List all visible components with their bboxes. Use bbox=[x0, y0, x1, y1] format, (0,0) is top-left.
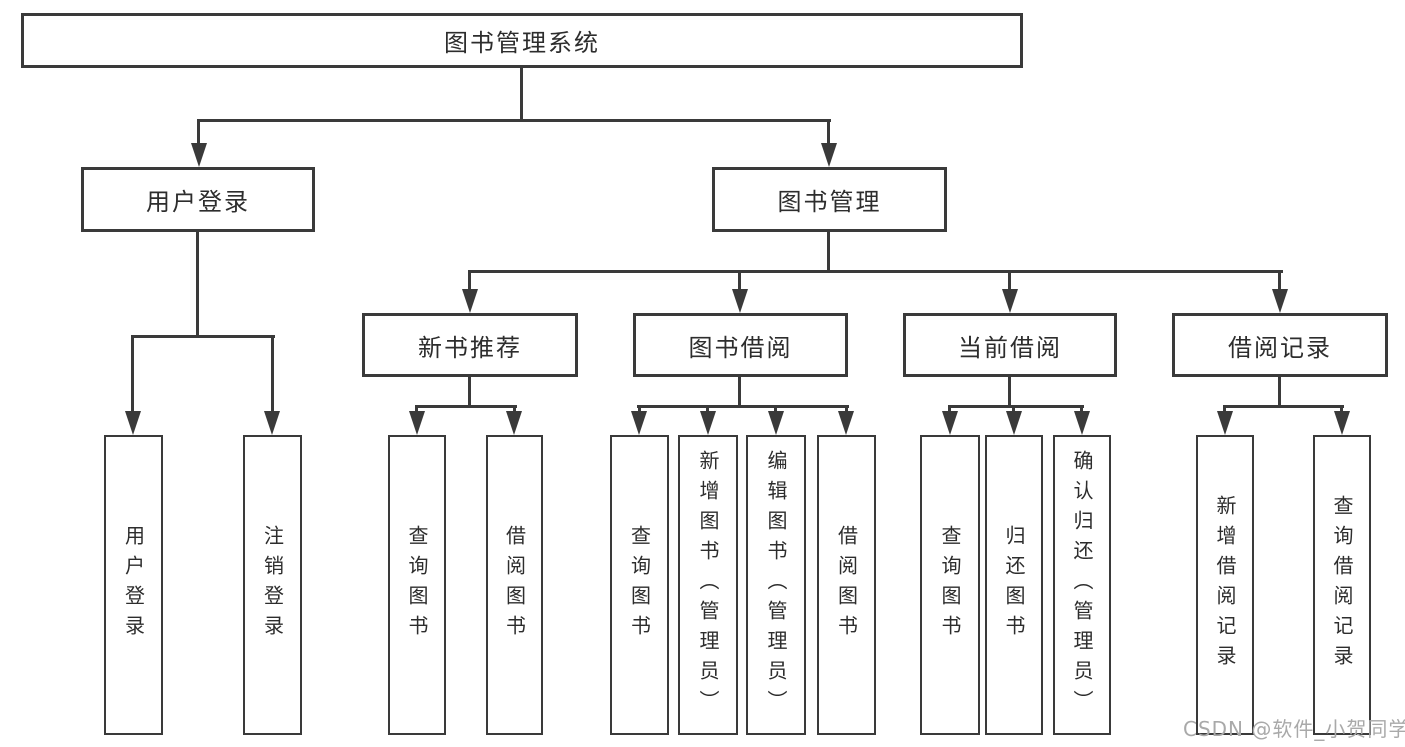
node-label: 查询图书 bbox=[627, 525, 652, 645]
node-label: 借阅图书 bbox=[502, 525, 527, 645]
node-label: 图书借阅 bbox=[688, 333, 793, 362]
node-label: 图书管理 bbox=[777, 188, 882, 216]
connector-drop bbox=[1223, 405, 1226, 413]
node-label: 新增借阅记录 bbox=[1213, 495, 1237, 675]
arrow-down-icon bbox=[125, 411, 141, 435]
connector-stem bbox=[1278, 377, 1281, 408]
connector-drop bbox=[1278, 270, 1281, 291]
connector-drop bbox=[415, 405, 418, 413]
connector-drop bbox=[197, 119, 200, 145]
connector-level2-bar bbox=[197, 119, 831, 122]
arrow-down-icon bbox=[1002, 289, 1018, 313]
connector-drop bbox=[1080, 405, 1083, 413]
connector-drop bbox=[738, 270, 741, 291]
connector-drop bbox=[131, 335, 134, 413]
connector-stem bbox=[468, 377, 471, 408]
arrow-down-icon bbox=[1334, 411, 1350, 435]
connector-drop bbox=[827, 119, 830, 145]
arrow-down-icon bbox=[1217, 411, 1233, 435]
connector-user-login-bar bbox=[131, 335, 275, 338]
node-book-borrowing: 图书借阅 bbox=[633, 313, 848, 377]
leaf-return-books: 归还图书 bbox=[985, 435, 1043, 735]
connector-user-login-stem bbox=[196, 232, 199, 338]
leaf-query-books-current: 查询图书 bbox=[920, 435, 980, 735]
node-label: 用户登录 bbox=[146, 188, 250, 216]
node-label: 注销登录 bbox=[260, 525, 285, 645]
leaf-logout: 注销登录 bbox=[243, 435, 302, 735]
arrow-down-icon bbox=[700, 411, 716, 435]
connector-book-management-stem bbox=[827, 232, 830, 273]
node-label: 当前借阅 bbox=[958, 333, 1062, 362]
leaf-borrow-books-borrowing: 借阅图书 bbox=[817, 435, 876, 735]
connector-drop bbox=[638, 405, 641, 413]
arrow-down-icon bbox=[732, 289, 748, 313]
node-new-book-recommendation: 新书推荐 bbox=[362, 313, 578, 377]
connector-drop bbox=[513, 405, 516, 413]
connector-bar bbox=[415, 405, 517, 408]
connector-bar bbox=[1223, 405, 1344, 408]
node-label: 新书推荐 bbox=[418, 333, 522, 362]
node-label: 编辑图书（管理员） bbox=[764, 450, 788, 720]
connector-bar bbox=[637, 405, 849, 408]
node-label: 借阅记录 bbox=[1228, 333, 1332, 362]
node-label: 查询图书 bbox=[405, 525, 429, 645]
node-label: 查询借阅记录 bbox=[1330, 495, 1354, 675]
connector-bar bbox=[948, 405, 1084, 408]
leaf-add-books-admin: 新增图书（管理员） bbox=[678, 435, 738, 735]
connector-drop bbox=[1008, 270, 1011, 291]
connector-drop bbox=[774, 405, 777, 413]
arrow-down-icon bbox=[191, 143, 207, 167]
node-label: 用户登录 bbox=[121, 525, 146, 645]
arrow-down-icon bbox=[264, 411, 280, 435]
connector-stem bbox=[1008, 377, 1011, 408]
node-label: 查询图书 bbox=[938, 525, 962, 645]
leaf-query-borrow-record: 查询借阅记录 bbox=[1313, 435, 1371, 735]
node-borrowing-records: 借阅记录 bbox=[1172, 313, 1388, 377]
node-label: 图书管理系统 bbox=[444, 29, 600, 57]
arrow-down-icon bbox=[409, 411, 425, 435]
connector-root-stem bbox=[520, 68, 523, 119]
arrow-down-icon bbox=[942, 411, 958, 435]
connector-level3-bar bbox=[468, 270, 1283, 273]
node-current-borrowing: 当前借阅 bbox=[903, 313, 1117, 377]
connector-drop bbox=[948, 405, 951, 413]
connector-drop bbox=[468, 270, 471, 291]
node-label: 确认归还（管理员） bbox=[1070, 450, 1094, 720]
node-label: 新增图书（管理员） bbox=[696, 450, 720, 720]
connector-drop bbox=[1012, 405, 1015, 413]
leaf-borrow-books-recommend: 借阅图书 bbox=[486, 435, 543, 735]
connector-drop bbox=[845, 405, 848, 413]
connector-stem bbox=[738, 377, 741, 408]
arrow-down-icon bbox=[462, 289, 478, 313]
leaf-query-books-borrowing: 查询图书 bbox=[610, 435, 669, 735]
node-library-management-system: 图书管理系统 bbox=[21, 13, 1023, 68]
arrow-down-icon bbox=[1272, 289, 1288, 313]
connector-drop bbox=[271, 335, 274, 413]
arrow-down-icon bbox=[838, 411, 854, 435]
leaf-query-books-recommend: 查询图书 bbox=[388, 435, 446, 735]
arrow-down-icon bbox=[1006, 411, 1022, 435]
connector-drop bbox=[706, 405, 709, 413]
leaf-confirm-return-admin: 确认归还（管理员） bbox=[1053, 435, 1111, 735]
connector-drop bbox=[1340, 405, 1343, 413]
node-label: 借阅图书 bbox=[834, 525, 859, 645]
node-user-login: 用户登录 bbox=[81, 167, 315, 232]
leaf-user-login: 用户登录 bbox=[104, 435, 163, 735]
arrow-down-icon bbox=[1074, 411, 1090, 435]
leaf-add-borrow-record: 新增借阅记录 bbox=[1196, 435, 1254, 735]
leaf-edit-books-admin: 编辑图书（管理员） bbox=[746, 435, 806, 735]
node-label: 归还图书 bbox=[1002, 525, 1026, 645]
arrow-down-icon bbox=[631, 411, 647, 435]
arrow-down-icon bbox=[821, 143, 837, 167]
node-book-management: 图书管理 bbox=[712, 167, 947, 232]
arrow-down-icon bbox=[768, 411, 784, 435]
arrow-down-icon bbox=[506, 411, 522, 435]
csdn-watermark: CSDN @软件_小贺同学 bbox=[1183, 717, 1405, 741]
